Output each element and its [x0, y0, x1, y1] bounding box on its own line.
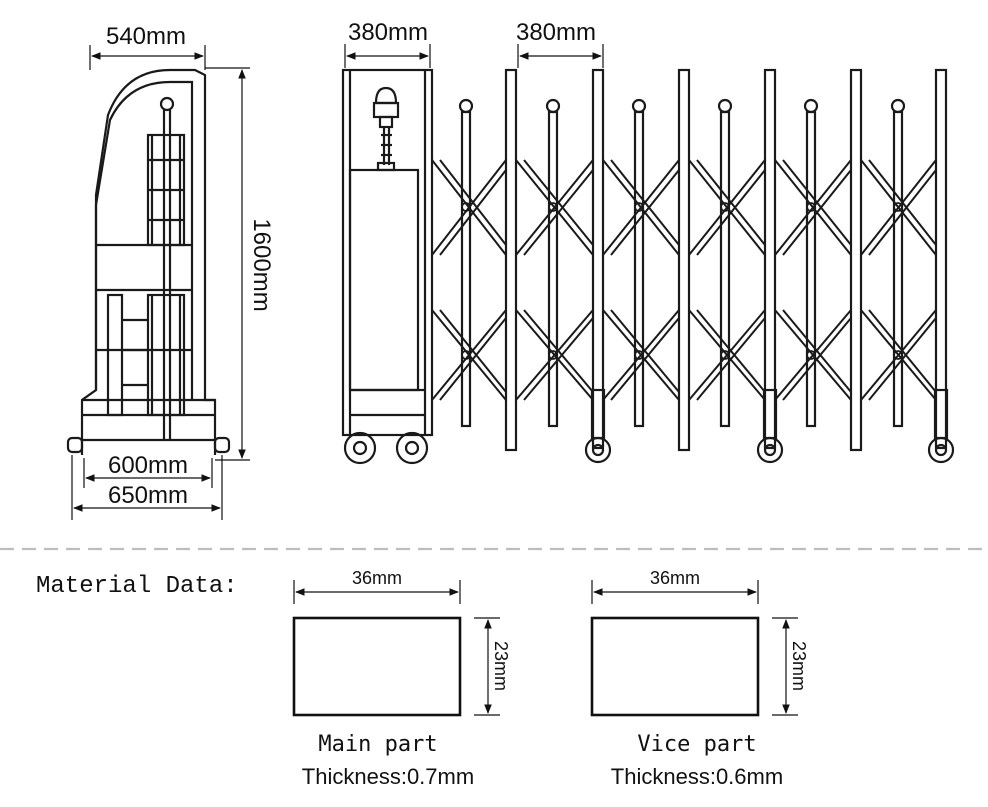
caster-wheel-icon: [584, 388, 955, 464]
motor-wheel-icon: [343, 431, 429, 465]
main-part-name: Main part: [318, 732, 437, 757]
pivot-rings: [461, 202, 903, 360]
vice-part-diagram: [590, 580, 798, 717]
ball-posts: [458, 98, 906, 428]
side-base-inner-label: 600mm: [108, 452, 188, 479]
main-part-diagram: [292, 580, 500, 717]
scissor-upper: [431, 159, 937, 256]
side-frame-inner: [94, 80, 194, 400]
vice-height-label: 23mm: [789, 641, 809, 691]
warning-lamp-icon: [372, 86, 400, 172]
main-part-thickness: Thickness:0.7mm: [302, 764, 474, 789]
vice-part-name: Vice part: [637, 732, 756, 757]
module-width-label: 380mm: [516, 19, 596, 46]
side-frame-outer: [80, 68, 217, 455]
front-view: [341, 68, 955, 465]
scissor-lower: [431, 309, 937, 401]
material-heading: Material Data:: [36, 573, 238, 600]
vice-width-label: 36mm: [650, 568, 700, 588]
gate-uprights: [504, 68, 948, 452]
motor-width-label: 380mm: [348, 19, 428, 46]
vice-part-thickness: Thickness:0.6mm: [611, 764, 783, 789]
motor-housing: [341, 68, 434, 437]
side-base-outer-label: 650mm: [108, 482, 188, 509]
side-top-width-label: 540mm: [106, 23, 186, 50]
main-height-label: 23mm: [491, 641, 511, 691]
main-width-label: 36mm: [352, 568, 402, 588]
side-height-label: 1600mm: [248, 218, 275, 311]
side-view: [66, 68, 231, 455]
side-dimensions: [71, 45, 250, 520]
front-dimensions: [344, 44, 604, 68]
